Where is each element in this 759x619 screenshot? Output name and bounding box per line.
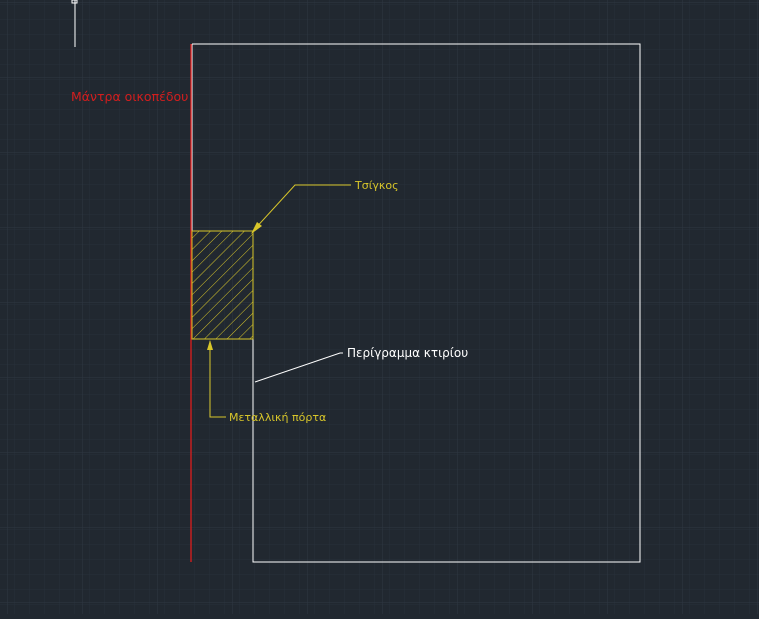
- chimney-leader: [251, 184, 351, 234]
- chimney-label[interactable]: Τσίγκος: [354, 179, 399, 192]
- metal-door-label[interactable]: Μεταλλική πόρτα: [229, 411, 326, 424]
- building-outline[interactable]: [191, 43, 641, 563]
- ucs-icon: [71, 0, 78, 47]
- boundary-wall-label[interactable]: Μάντρα οικοπέδου: [71, 89, 188, 104]
- building-outline-leader: [254, 352, 343, 383]
- building-outline-label[interactable]: Περίγραμμα κτιρίου: [347, 346, 468, 360]
- chimney-hatch[interactable]: [191, 230, 254, 340]
- metal-door-leader: [207, 340, 226, 418]
